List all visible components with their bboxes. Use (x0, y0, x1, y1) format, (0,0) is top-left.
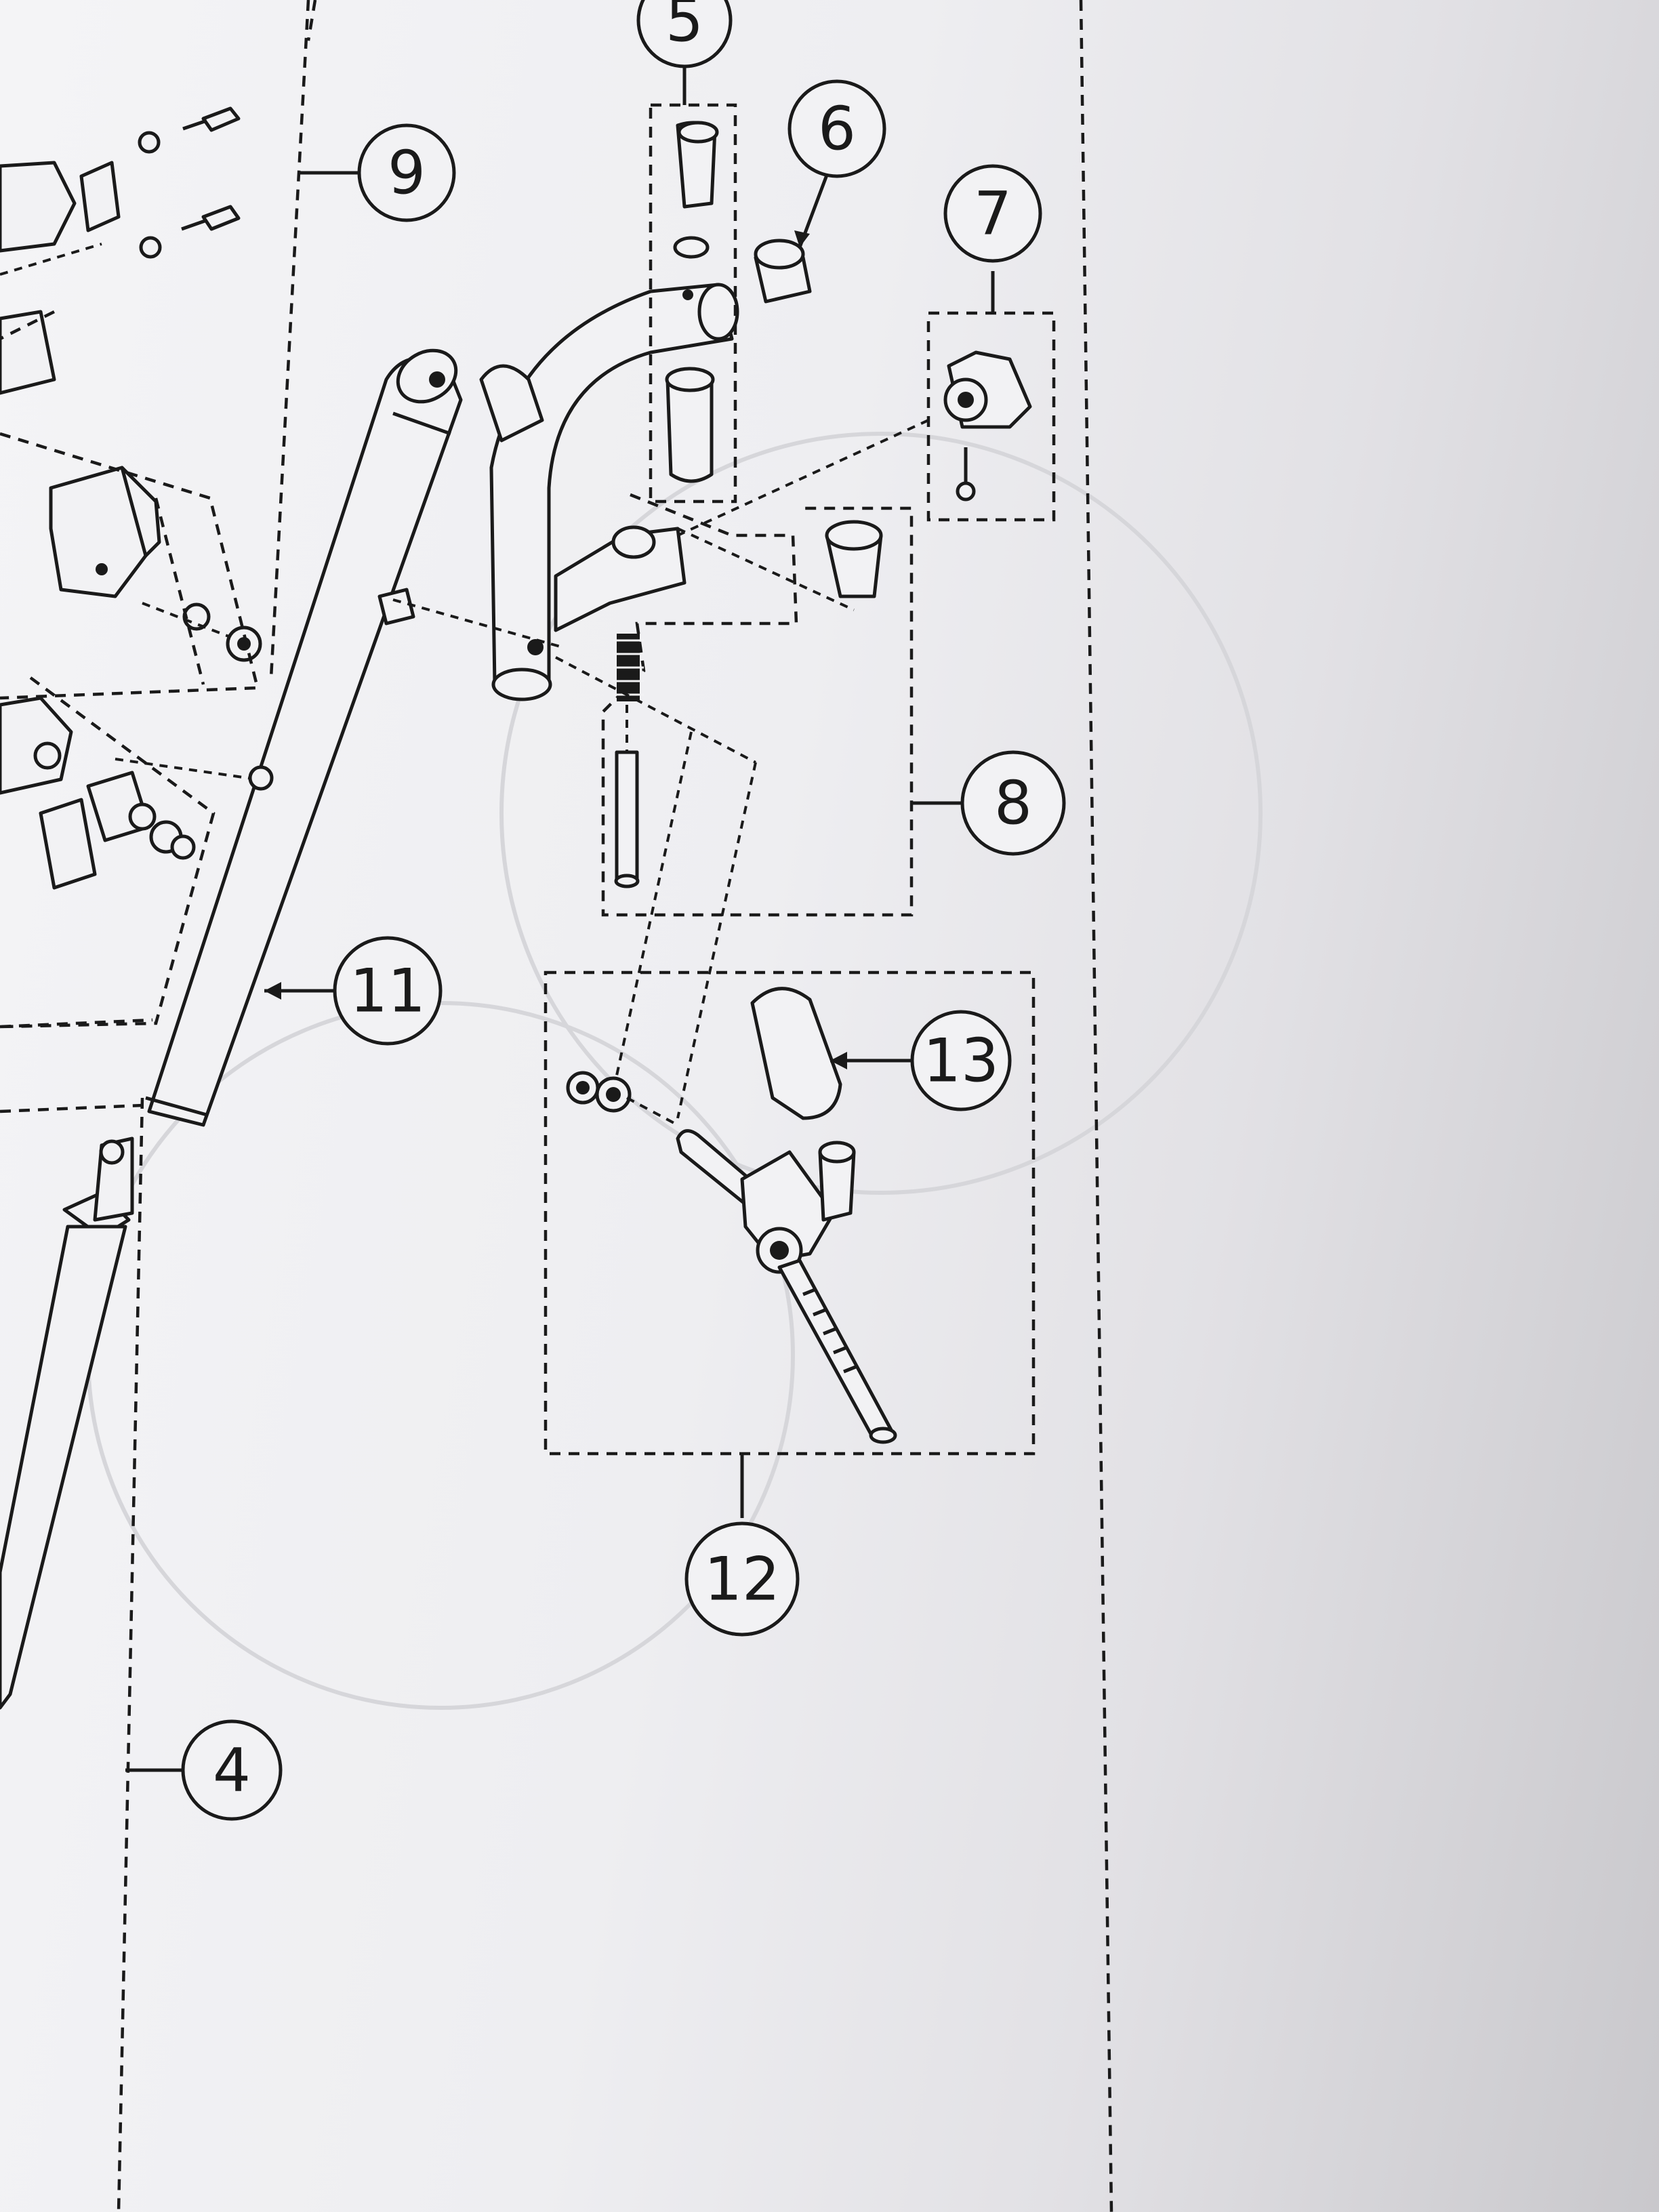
part-group-7 (677, 271, 1056, 537)
svg-text:5: 5 (665, 0, 703, 56)
callout-12: 12 (684, 1521, 800, 1637)
callout-13: 13 (910, 1010, 1012, 1111)
curved-armrest-tube (479, 283, 739, 701)
svg-text:11: 11 (350, 956, 426, 1026)
leader-lines (125, 171, 359, 1772)
callout-4: 4 (181, 1719, 283, 1821)
svg-text:12: 12 (704, 1544, 780, 1614)
callout-9: 9 (357, 123, 456, 222)
svg-text:9: 9 (388, 138, 426, 208)
rod-threads (802, 1287, 858, 1374)
svg-text:8: 8 (994, 769, 1032, 838)
part-group-5 (649, 64, 737, 504)
callout-7: 7 (943, 164, 1042, 263)
part-13-grip (750, 987, 918, 1120)
left-assembly-parts (0, 106, 262, 1710)
callout-6: 6 (787, 79, 886, 178)
part-6-cap (754, 165, 832, 304)
svg-text:6: 6 (818, 94, 856, 164)
part-group-8 (392, 493, 962, 1119)
spring-coil (613, 634, 644, 701)
svg-text:4: 4 (213, 1736, 251, 1805)
callout-8: 8 (960, 750, 1066, 856)
part-group-12 (544, 970, 1036, 1518)
main-frame-tube (145, 348, 463, 1127)
svg-text:7: 7 (974, 179, 1012, 249)
callout-11: 11 (333, 936, 443, 1046)
callout-5: 5 (636, 0, 733, 68)
svg-text:13: 13 (923, 1026, 999, 1096)
